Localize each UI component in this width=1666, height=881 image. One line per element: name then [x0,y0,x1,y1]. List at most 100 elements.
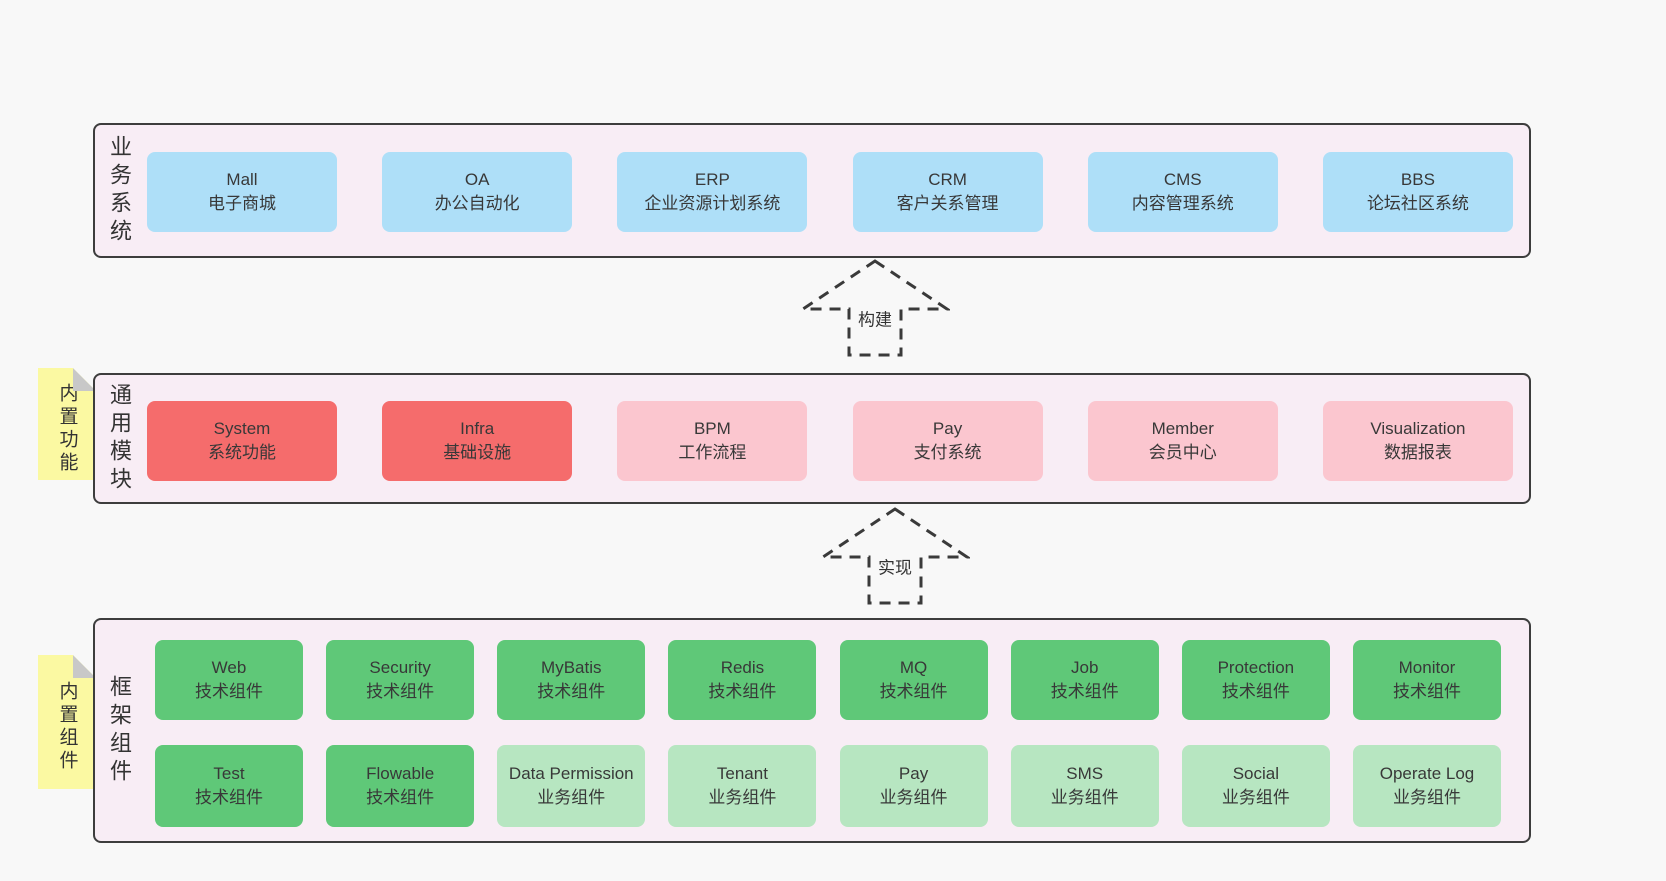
box-title: OA [464,169,490,189]
box-title: Security [369,657,431,677]
diagram-box-data-permission: Data Permission 业务组件 [497,745,646,827]
box-title: Pay [898,763,929,783]
layer-side-label-text: 框架组件 [107,674,132,787]
sticky-note-label: 内置功能 [56,383,78,475]
box-title: Mall [226,169,258,189]
diagram-box-pay: Pay 支付系统 [852,401,1043,481]
box-title: Member [1151,418,1214,438]
box-title: CMS [1163,169,1202,189]
box-subtitle: 会员中心 [1148,443,1217,462]
box-subtitle: 技术组件 [1050,682,1119,701]
layer-side-label: 业务系统 [99,125,139,256]
layer-side-label-text: 业务系统 [107,134,132,247]
box-title: SMS [1066,763,1104,783]
box-subtitle: 内容管理系统 [1131,194,1234,213]
box-title: Pay [932,418,963,438]
box-title: Job [1070,657,1099,677]
diagram-box-sms: SMS 业务组件 [1010,745,1159,827]
layer-side-label-text: 通用模块 [107,382,132,495]
box-subtitle: 企业资源计划系统 [644,194,781,213]
sticky-note-built-in-components: 内置组件 [38,655,96,789]
box-subtitle: 业务组件 [1050,788,1119,807]
box-title: Test [213,763,245,783]
diagram-box-mall: Mall 电子商城 [147,152,337,232]
box-row: Mall 电子商城 OA 办公自动化 ERP 企业资源计划系统 CRM 客户关系管理 CMS 内容… [147,152,1513,232]
box-subtitle: 技术组件 [195,682,263,701]
diagram-box-test: Test 技术组件 [155,745,303,827]
box-subtitle: 技术组件 [537,682,606,701]
diagram-box-cms: CMS 内容管理系统 [1087,152,1278,232]
box-title: Web [211,657,247,677]
diagram-box-operate-log: Operate Log 业务组件 [1352,745,1501,827]
box-title: Tenant [716,763,768,783]
dashed-up-arrow-implement: 实现 [820,506,970,606]
dashed-up-arrow-build: 构建 [800,258,950,358]
box-title: Operate Log [1379,763,1475,783]
box-title: Redis [720,657,765,677]
diagram-box-pay: Pay 业务组件 [839,745,988,827]
box-title: Monitor [1398,657,1456,677]
box-subtitle: 基础设施 [443,443,512,462]
box-subtitle: 系统功能 [208,443,276,462]
box-title: MyBatis [541,657,602,677]
diagram-box-visualization: Visualization 数据报表 [1322,401,1513,481]
box-title: Visualization [1370,418,1466,438]
box-subtitle: 技术组件 [195,788,263,807]
box-subtitle: 业务组件 [879,788,948,807]
box-subtitle: 电子商城 [208,194,276,213]
box-title: Social [1232,763,1279,783]
sticky-note-label: 内置组件 [56,681,78,773]
diagram-box-flowable: Flowable 技术组件 [326,745,475,827]
box-subtitle: 业务组件 [708,788,777,807]
box-title: BBS [1400,169,1435,189]
diagram-box-job: Job 技术组件 [1010,640,1159,720]
arrow-label-implement: 实现 [875,552,915,580]
diagram-box-mybatis: MyBatis 技术组件 [497,640,646,720]
box-subtitle: 技术组件 [366,788,435,807]
box-title: CRM [928,169,967,189]
diagram-box-tenant: Tenant 业务组件 [668,745,817,827]
diagram-box-redis: Redis 技术组件 [668,640,817,720]
box-title: Protection [1217,657,1295,677]
diagram-box-web: Web 技术组件 [155,640,303,720]
up-block-arrow-icon [800,259,950,357]
arrow-label-build: 构建 [855,304,895,332]
box-title: Infra [460,418,495,438]
box-title: Data Permission [508,763,634,783]
box-subtitle: 业务组件 [537,788,606,807]
diagram-box-crm: CRM 客户关系管理 [852,152,1043,232]
box-subtitle: 技术组件 [1221,682,1290,701]
diagram-box-erp: ERP 企业资源计划系统 [617,152,808,232]
box-title: Flowable [366,763,435,783]
box-subtitle: 业务组件 [1392,788,1461,807]
up-block-arrow-icon [820,507,970,605]
box-subtitle: 办公自动化 [434,194,520,213]
box-title: ERP [694,169,730,189]
box-title: MQ [899,657,928,677]
box-subtitle: 技术组件 [708,682,777,701]
diagram-box-security: Security 技术组件 [326,640,475,720]
diagram-box-oa: OA 办公自动化 [382,152,573,232]
box-subtitle: 技术组件 [879,682,948,701]
layer-side-label: 通用模块 [99,375,139,502]
box-title: System [213,418,271,438]
box-subtitle: 技术组件 [366,682,435,701]
layer-business-systems: 业务系统 Mall 电子商城 OA 办公自动化 ERP 企业资源计划系统 CRM 客户关系管理… [93,123,1531,258]
box-subtitle: 支付系统 [913,443,982,462]
diagram-box-member: Member 会员中心 [1087,401,1278,481]
diagram-box-protection: Protection 技术组件 [1181,640,1330,720]
box-subtitle: 工作流程 [678,443,747,462]
layer-side-label: 框架组件 [99,620,139,841]
box-subtitle: 数据报表 [1383,443,1452,462]
diagram-box-infra: Infra 基础设施 [382,401,573,481]
box-subtitle: 客户关系管理 [896,194,999,213]
